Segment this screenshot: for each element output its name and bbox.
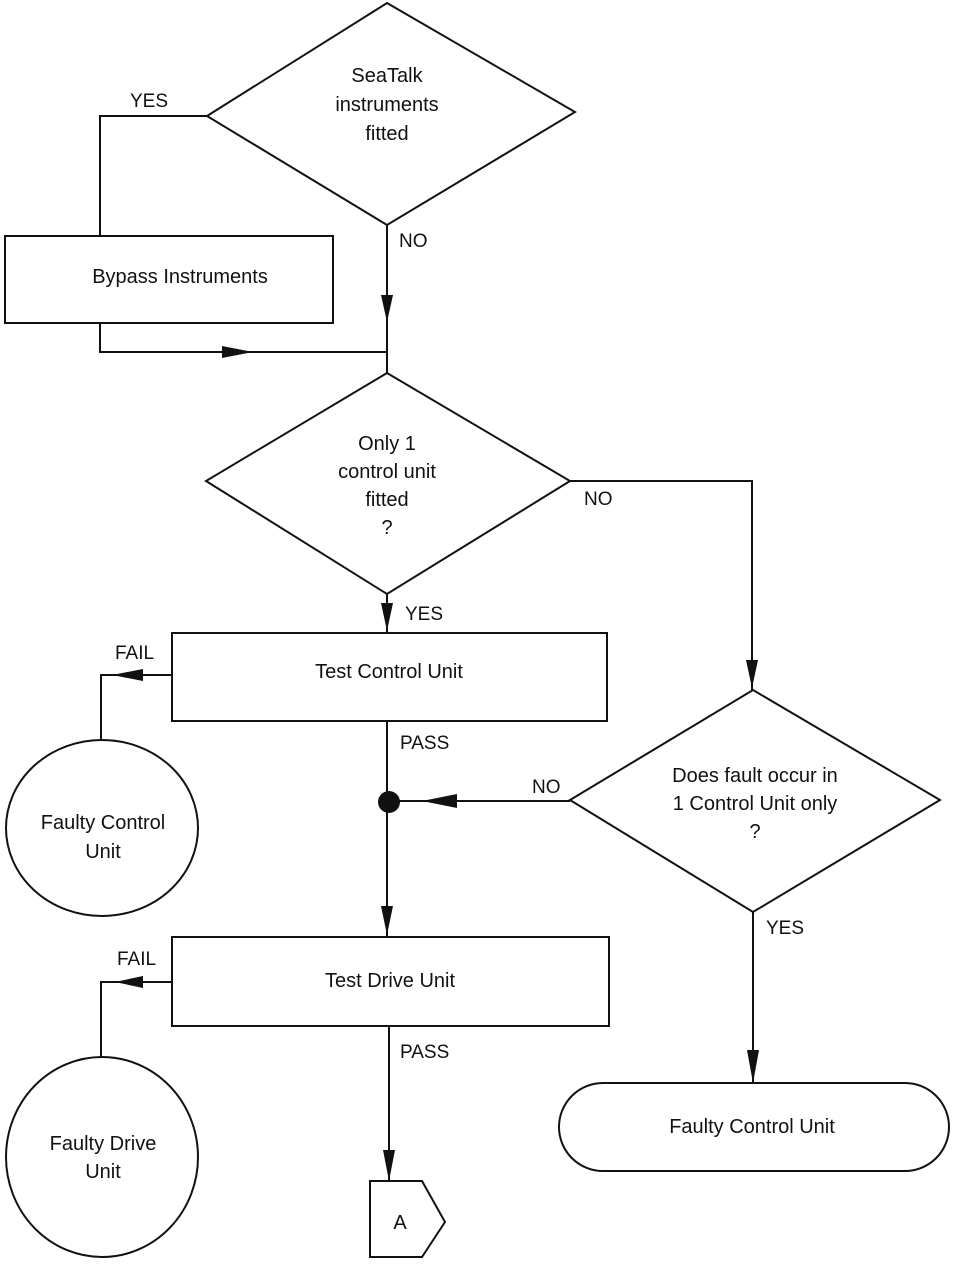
- node-text: fitted: [365, 489, 408, 511]
- label-seatalk-yes: YES: [130, 91, 168, 112]
- node-text: Does fault occur in: [672, 765, 838, 787]
- node-text: Faulty Drive: [50, 1133, 157, 1155]
- fault-one-control-decision: Does fault occur in 1 Control Unit only …: [568, 688, 942, 914]
- edge-test-control-fail: [100, 674, 172, 740]
- label-test-control-pass: PASS: [400, 733, 449, 754]
- label-seatalk-no: NO: [399, 231, 428, 252]
- arrowhead-down: [746, 660, 758, 688]
- arrowhead-down: [383, 1150, 395, 1181]
- arrowhead-down: [381, 295, 393, 322]
- node-text: Test Control Unit: [315, 661, 463, 683]
- arrowhead-left: [112, 669, 143, 681]
- arrowhead-down: [381, 603, 393, 631]
- label-test-drive-fail: FAIL: [117, 949, 156, 970]
- seatalk-decision: SeaTalk instruments fitted: [205, 1, 577, 227]
- label-test-drive-pass: PASS: [400, 1042, 449, 1063]
- node-text: instruments: [335, 94, 438, 116]
- arrowhead-left: [422, 794, 457, 808]
- label-fault-yes: YES: [766, 918, 804, 939]
- edge-only1-no: [570, 480, 753, 690]
- label-only1-yes: YES: [405, 604, 443, 625]
- edge-bypass-merge: [99, 323, 387, 353]
- test-control-unit-box: Test Control Unit: [171, 632, 608, 722]
- node-text: ?: [749, 821, 760, 843]
- node-text: Unit: [85, 1161, 121, 1183]
- faulty-control-unit-terminal: Faulty Control Unit: [558, 1082, 950, 1172]
- faulty-drive-unit-circle: Faulty Drive Unit: [5, 1056, 199, 1258]
- node-text: Faulty Control: [41, 812, 166, 834]
- label-fault-no: NO: [532, 777, 561, 798]
- label-only1-no: NO: [584, 489, 613, 510]
- arrowhead-down: [381, 906, 393, 935]
- connector-a: A: [369, 1180, 447, 1258]
- node-text: Faulty Control Unit: [669, 1116, 835, 1138]
- arrowhead-down: [747, 1050, 759, 1083]
- edge-test-drive-fail: [100, 981, 172, 1058]
- faulty-control-unit-circle: Faulty Control Unit: [5, 739, 199, 917]
- node-text: SeaTalk: [351, 65, 423, 87]
- only-one-control-decision: Only 1 control unit fitted ?: [204, 371, 572, 596]
- node-text: A: [393, 1212, 407, 1234]
- edge-seatalk-yes: [99, 115, 207, 236]
- node-text: ?: [381, 517, 392, 539]
- node-text: fitted: [365, 123, 408, 145]
- node-text: 1 Control Unit only: [673, 793, 838, 815]
- arrowhead-right: [222, 346, 253, 358]
- test-drive-unit-box: Test Drive Unit: [171, 936, 610, 1027]
- bypass-instruments-box: Bypass Instruments: [4, 235, 334, 324]
- arrowhead-left: [115, 976, 143, 988]
- node-text: Bypass Instruments: [92, 266, 268, 288]
- node-text: Only 1: [358, 433, 416, 455]
- node-text: Test Drive Unit: [325, 970, 455, 992]
- junction-dot: [378, 791, 400, 813]
- node-text: Unit: [85, 841, 121, 863]
- label-test-control-fail: FAIL: [115, 643, 154, 664]
- node-text: control unit: [338, 461, 436, 483]
